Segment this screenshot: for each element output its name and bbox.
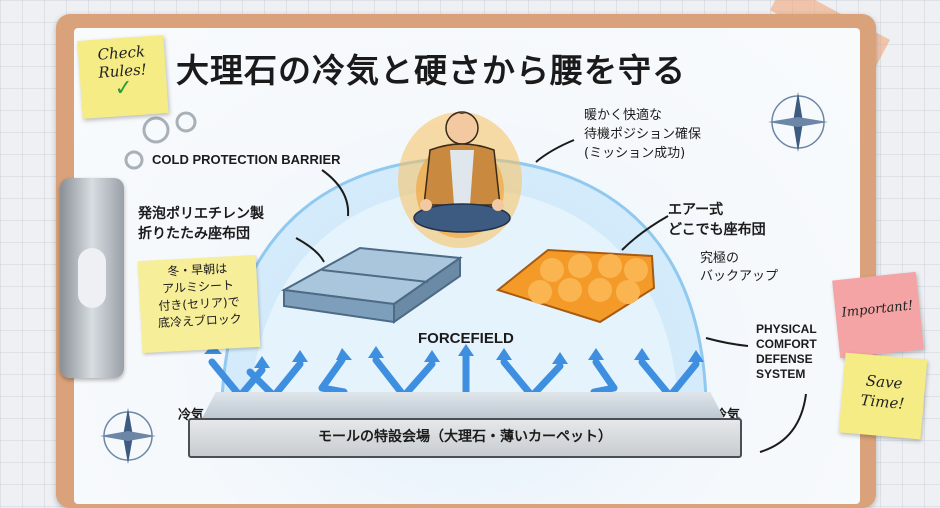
winter-line3: 付き(セリア)で <box>158 294 240 314</box>
compass-rose-icon <box>100 408 156 464</box>
air-line2: どこでも座布団 <box>668 222 766 238</box>
phys-line4: SYSTEM <box>756 367 806 381</box>
page-title: 大理石の冷気と硬さから腰を守る <box>176 51 686 90</box>
phys-line2: COMFORT <box>756 337 817 351</box>
sticky-note-save-time: Save Time! <box>838 352 928 440</box>
gear-icon <box>124 111 197 170</box>
arrow-heads <box>204 344 704 368</box>
sticky-note-check-rules: Check Rules! ✓ <box>77 35 169 119</box>
floor-surface <box>200 392 726 422</box>
air-line1: エアー式 <box>668 202 724 218</box>
foam-cushion-icon <box>280 246 463 324</box>
phys-line3: DEFENSE <box>756 352 813 366</box>
label-foam-cushion: 発泡ポリエチレン製 折りたたみ座布団 <box>138 204 264 244</box>
check-mark-icon: ✓ <box>113 75 134 102</box>
backup-line1: 究極の <box>700 251 740 266</box>
label-warm-position: 暖かく快適な 待機ポジション確保 (ミッション成功) <box>584 106 701 163</box>
winter-note: 冬・早朝は アルミシート 付き(セリア)で 底冷えブロック <box>137 254 261 354</box>
air-cushion-icon <box>495 248 656 324</box>
warm-line3: (ミッション成功) <box>584 146 686 161</box>
label-forcefield: FORCEFIELD <box>418 330 514 347</box>
compass-rose-icon <box>768 92 828 152</box>
sticky-save-line1: Save <box>865 371 904 393</box>
warm-line2: 待機ポジション確保 <box>584 127 702 142</box>
sticky-note-important: Important! <box>832 271 924 359</box>
sticky-save-line2: Time! <box>859 391 906 413</box>
label-air-cushion: エアー式 どこでも座布団 <box>668 200 766 240</box>
label-foam-line2: 折りたたみ座布団 <box>138 226 250 242</box>
label-foam-line1: 発泡ポリエチレン製 <box>138 206 264 222</box>
label-physical-defense: PHYSICAL COMFORT DEFENSE SYSTEM <box>756 322 817 382</box>
label-backup: 究極の バックアップ <box>700 250 778 286</box>
winter-line1: 冬・早朝は <box>166 261 228 279</box>
backup-line2: バックアップ <box>700 269 779 284</box>
warm-line1: 暖かく快適な <box>584 108 663 123</box>
floor-caption: モールの特設会場（大理石・薄いカーペット） <box>318 429 612 445</box>
phys-line1: PHYSICAL <box>756 322 817 336</box>
winter-line4: 底冷えブロック <box>157 311 243 331</box>
marble-floor-slab <box>188 418 742 458</box>
clipboard-clip <box>60 178 124 378</box>
pointer-arrows <box>295 139 807 453</box>
winter-line2: アルミシート <box>161 278 235 296</box>
meditating-man-icon <box>398 111 522 248</box>
dome-glow <box>250 188 678 400</box>
label-cold-barrier: COLD PROTECTION BARRIER <box>152 152 341 167</box>
